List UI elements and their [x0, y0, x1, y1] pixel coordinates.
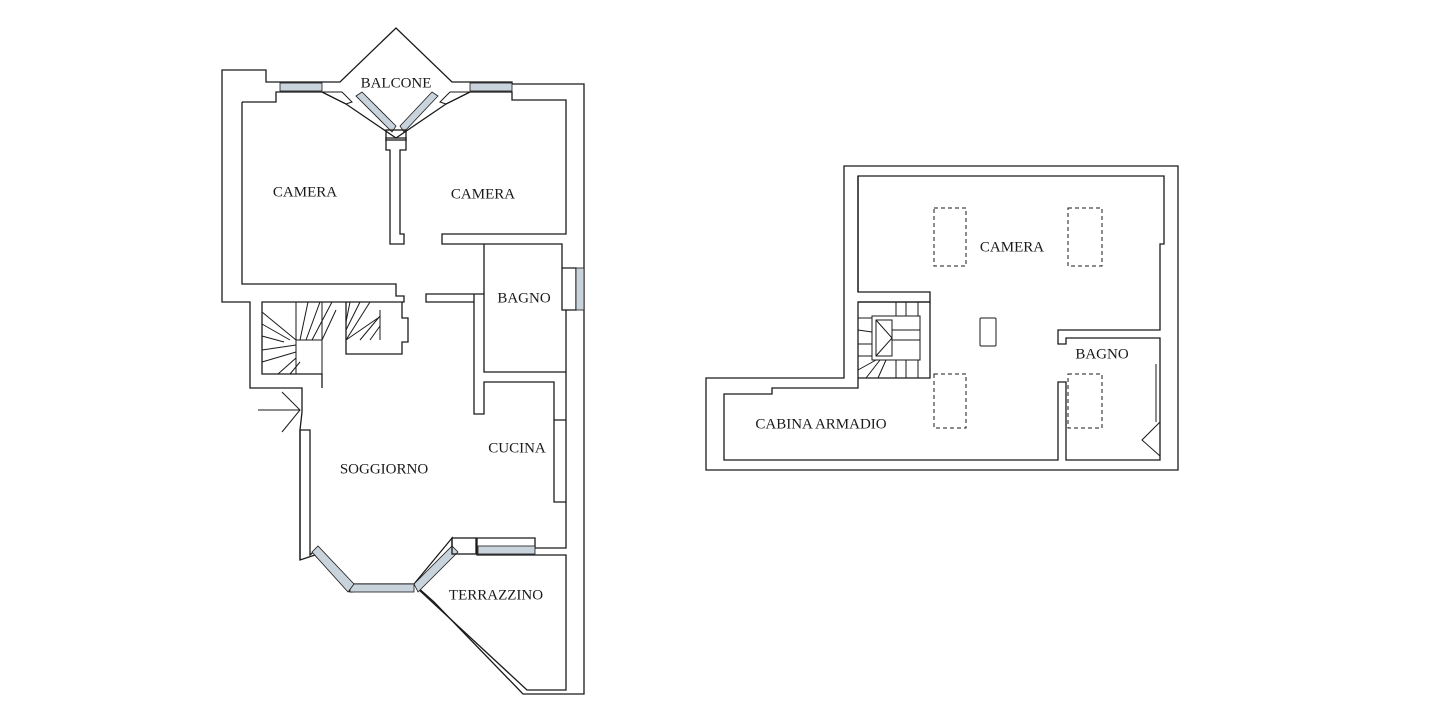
- skylight-cabina: [933, 373, 967, 429]
- room-label-cabina-armadio: CABINA ARMADIO: [755, 416, 886, 432]
- window-balcone-right: [399, 91, 439, 133]
- room-label-bagno: BAGNO: [497, 290, 551, 306]
- skylight-camera-left: [933, 207, 967, 267]
- central-partition-wall: [385, 137, 407, 245]
- window-soggiorno-bottom: [349, 583, 415, 593]
- skylight-camera-right: [1067, 207, 1103, 267]
- balcone-door-swing-right: [439, 91, 471, 105]
- upper-floor-plan: CAMERA BAGNO CABINA ARMADIO: [705, 165, 1179, 471]
- balcone-door-swing-left: [321, 91, 353, 105]
- terrazzino-column: [451, 537, 477, 555]
- ground-floor-windows: [279, 82, 585, 593]
- bagno-walls: [425, 293, 566, 421]
- window-soggiorno-diag-left: [311, 545, 355, 593]
- window-cucina: [477, 545, 536, 555]
- ground-floor-staircase: [261, 301, 409, 375]
- upper-floor-staircase: [857, 301, 931, 379]
- room-label-balcone: BALCONE: [361, 75, 432, 91]
- entrance-arrow-icon: [258, 391, 301, 433]
- room-label-upper-camera: CAMERA: [980, 239, 1044, 255]
- room-label-camera-left: CAMERA: [273, 184, 337, 200]
- skylight-bagno: [1067, 373, 1103, 429]
- room-label-upper-bagno: BAGNO: [1075, 346, 1129, 362]
- ground-floor-outer-wall: [221, 27, 585, 695]
- camera-left-walls: [241, 102, 405, 388]
- ground-floor-plan: BALCONE CAMERA CAMERA BAGNO SOGGIORNO CU…: [221, 27, 585, 695]
- window-top-right: [469, 82, 513, 92]
- bagno-door-notch: [1141, 421, 1161, 457]
- window-bagno: [575, 267, 585, 311]
- window-top-left: [279, 82, 323, 92]
- room-label-camera-right: CAMERA: [451, 186, 515, 202]
- upper-floor-outer-wall: [705, 165, 1179, 471]
- room-label-terrazzino: TERRAZZINO: [449, 587, 543, 603]
- upper-floor-column: [979, 317, 997, 347]
- room-label-soggiorno: SOGGIORNO: [340, 461, 429, 477]
- window-soggiorno-diag-right: [413, 545, 459, 593]
- window-balcone-left: [355, 91, 397, 133]
- bagno-upper-wall: [483, 244, 566, 311]
- balcone-column: [385, 129, 407, 141]
- room-label-cucina: CUCINA: [488, 440, 546, 456]
- cucina-side-wall: [553, 420, 566, 503]
